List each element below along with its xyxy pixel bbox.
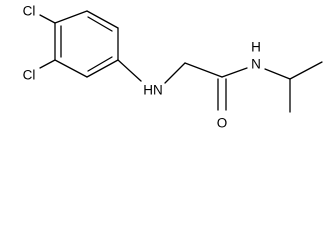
nh-label: HN: [143, 83, 163, 98]
chlorine-label-top: Cl: [23, 4, 36, 19]
c-cl-bond-top: [39, 14, 56, 24]
ring-bond: [54, 59, 88, 78]
ring-bond: [86, 10, 119, 29]
ch2-carbonyl-bond: [184, 62, 223, 78]
nh-ch2-bond: [164, 62, 186, 84]
amide-n-isopropyl-bond: [264, 68, 291, 80]
ring-double-bond: [87, 16, 113, 32]
oxygen-label: O: [217, 116, 228, 131]
amide-hydrogen-label: H: [251, 40, 261, 55]
isopropyl-methyl-bond-up: [289, 61, 323, 80]
chlorine-label-bottom: Cl: [23, 68, 36, 83]
benzene-ring: [54, 10, 119, 78]
c-cl-bond-bottom: [39, 59, 56, 69]
ring-bond: [54, 10, 88, 24]
ring-nh-bond: [117, 59, 142, 82]
ring-double-bond: [87, 56, 113, 72]
amide-nitrogen-label: N: [251, 57, 261, 72]
chemical-structure: Cl Cl HN O N H: [23, 4, 323, 131]
ring-bond: [86, 59, 119, 78]
carbonyl-amide-n-bond: [221, 67, 248, 78]
